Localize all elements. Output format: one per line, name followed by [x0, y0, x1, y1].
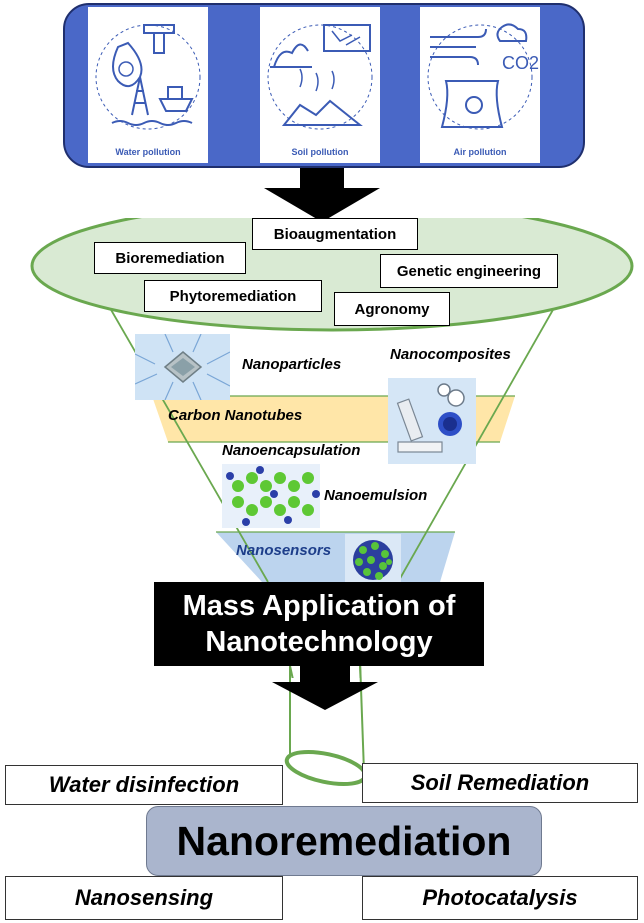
microscope-icon	[388, 378, 476, 464]
nanoencapsulation-label: Nanoencapsulation	[222, 442, 361, 459]
nanocomposites-label: Nanocomposites	[390, 346, 511, 363]
phytoremediation-box: Phytoremediation	[144, 280, 322, 312]
genetic-engineering-box: Genetic engineering	[380, 254, 558, 288]
funnel-tube	[284, 660, 368, 787]
svg-text:CO2: CO2	[502, 53, 539, 73]
agronomy-box: Agronomy	[334, 292, 450, 326]
mass-application-line2: Nanotechnology	[205, 626, 433, 658]
down-arrow-bottom	[272, 666, 378, 710]
chip-icon	[135, 334, 230, 400]
soil-pollution-panel: Soil pollution	[260, 7, 380, 163]
water-pollution-panel: Water pollution	[88, 7, 208, 163]
water-pollution-icon	[95, 24, 201, 130]
soil-remediation-box: Soil Remediation	[362, 763, 638, 803]
air-pollution-label: Air pollution	[453, 147, 507, 157]
photocatalysis-box: Photocatalysis	[362, 876, 638, 920]
water-disinfection-box: Water disinfection	[5, 765, 283, 805]
soil-pollution-label: Soil pollution	[291, 147, 349, 157]
nanoparticles-label: Nanoparticles	[242, 356, 342, 373]
water-pollution-label: Water pollution	[115, 147, 181, 157]
molecule-icon	[222, 464, 320, 528]
soil-pollution-icon	[267, 24, 373, 130]
mass-application-box: Mass Application of Nanotechnology	[154, 582, 484, 666]
down-arrow-top	[264, 168, 380, 222]
air-pollution-icon: CO2	[427, 23, 539, 130]
nanosensors-label: Nanosensors	[236, 542, 332, 559]
carbon-nanotubes-label: Carbon Nanotubes	[168, 407, 303, 424]
air-pollution-panel: CO2 Air pollution	[420, 7, 540, 163]
bioremediation-box: Bioremediation	[94, 242, 246, 274]
bioaugmentation-box: Bioaugmentation	[252, 218, 418, 250]
mass-application-line1: Mass Application of	[182, 590, 456, 622]
nanoemulsion-label: Nanoemulsion	[324, 487, 428, 504]
sphere-icon	[345, 534, 401, 584]
nanosensing-box: Nanosensing	[5, 876, 283, 920]
nanoremediation-box: Nanoremediation	[146, 806, 542, 876]
